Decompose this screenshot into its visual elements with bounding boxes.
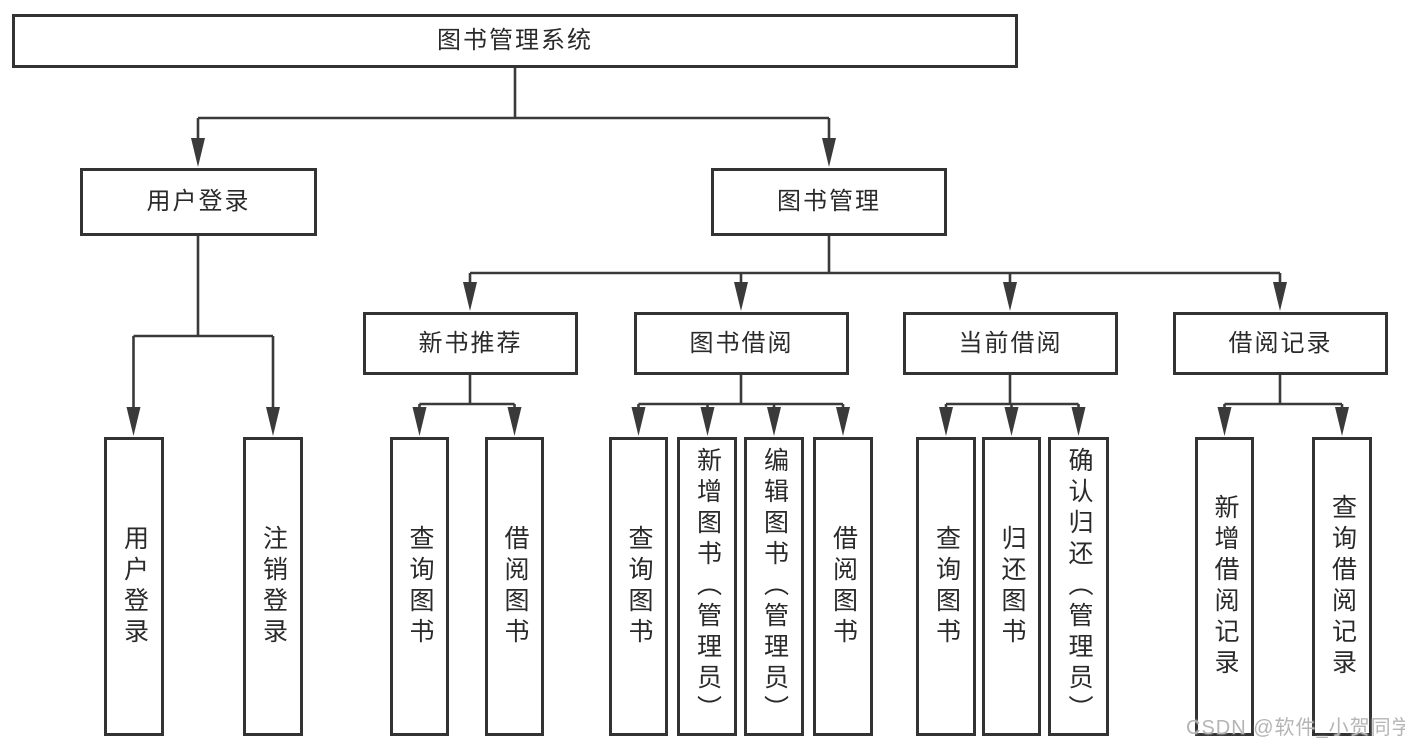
node-label: 借阅图书 <box>501 524 529 649</box>
node-user-login: 用户登录 <box>80 168 317 236</box>
arrow-down-icon <box>266 407 280 436</box>
leaf-add-books-admin: 新增图书（管理员） <box>677 437 737 736</box>
arrow-down-icon <box>631 407 646 436</box>
node-label: 图书管理 <box>777 188 881 215</box>
arrow-down-icon <box>1071 407 1086 436</box>
node-book-management: 图书管理 <box>711 168 947 236</box>
leaf-edit-books-admin: 编辑图书（管理员） <box>744 437 804 736</box>
leaf-logout: 注销登录 <box>243 437 303 736</box>
node-label: 查询图书 <box>932 524 961 649</box>
arrow-down-icons <box>126 138 1349 436</box>
node-label: 用户登录 <box>146 188 251 215</box>
leaf-newbooks-borrow-books: 借阅图书 <box>485 437 544 736</box>
node-label: 新书推荐 <box>418 329 523 357</box>
node-label: 借阅图书 <box>829 524 858 649</box>
arrow-down-icon <box>191 138 205 167</box>
arrow-down-icon <box>126 407 141 436</box>
leaf-borrowing-query-books: 查询图书 <box>609 437 668 736</box>
leaf-current-query-books: 查询图书 <box>916 437 976 736</box>
arrow-down-icon <box>1003 282 1017 311</box>
arrow-down-icon <box>1004 407 1019 436</box>
node-label: 查询图书 <box>625 524 653 649</box>
node-label: 当前借阅 <box>958 329 1063 357</box>
arrow-down-icon <box>463 282 477 311</box>
arrow-down-icon <box>836 407 850 436</box>
node-label: 确认归还（管理员） <box>1065 447 1093 726</box>
node-label: 注销登录 <box>259 524 288 649</box>
arrow-down-icon <box>767 407 781 436</box>
leaf-query-borrow-record: 查询借阅记录 <box>1312 437 1372 736</box>
node-label: 新增图书（管理员） <box>693 447 722 726</box>
node-new-book-recommend: 新书推荐 <box>363 312 578 375</box>
node-current-borrowing: 当前借阅 <box>903 312 1118 375</box>
node-label: 查询图书 <box>406 524 434 649</box>
arrow-down-icon <box>1217 407 1232 436</box>
leaf-confirm-return-admin: 确认归还（管理员） <box>1048 437 1109 736</box>
node-borrow-records: 借阅记录 <box>1173 312 1388 375</box>
node-root-system: 图书管理系统 <box>12 14 1018 68</box>
arrow-down-icon <box>822 138 836 167</box>
csdn-watermark: CSDN @软件_小贺同学 <box>1186 717 1405 739</box>
node-book-borrowing: 图书借阅 <box>634 312 849 375</box>
arrow-down-icon <box>412 407 427 436</box>
arrow-down-icon <box>700 407 715 436</box>
arrow-down-icon <box>939 407 953 436</box>
node-label: 图书借阅 <box>689 329 794 357</box>
arrow-down-icon <box>734 282 748 311</box>
node-label: 编辑图书（管理员） <box>760 447 789 726</box>
connector-segments <box>132 67 1344 412</box>
node-label: 新增借阅记录 <box>1211 493 1239 680</box>
arrow-down-icon <box>1335 407 1349 436</box>
leaf-add-borrow-record: 新增借阅记录 <box>1195 437 1254 736</box>
arrow-down-icon <box>507 407 522 436</box>
node-label: 归还图书 <box>998 524 1026 649</box>
leaf-user-login: 用户登录 <box>104 437 164 736</box>
node-label: 查询借阅记录 <box>1328 493 1357 680</box>
node-label: 用户登录 <box>120 524 149 649</box>
arrow-down-icon <box>1273 282 1287 311</box>
node-label: 图书管理系统 <box>437 27 593 54</box>
leaf-newbooks-query-books: 查询图书 <box>390 437 449 736</box>
node-label: 借阅记录 <box>1228 329 1333 357</box>
leaf-return-books: 归还图书 <box>982 437 1041 736</box>
leaf-borrow-books: 借阅图书 <box>813 437 873 736</box>
